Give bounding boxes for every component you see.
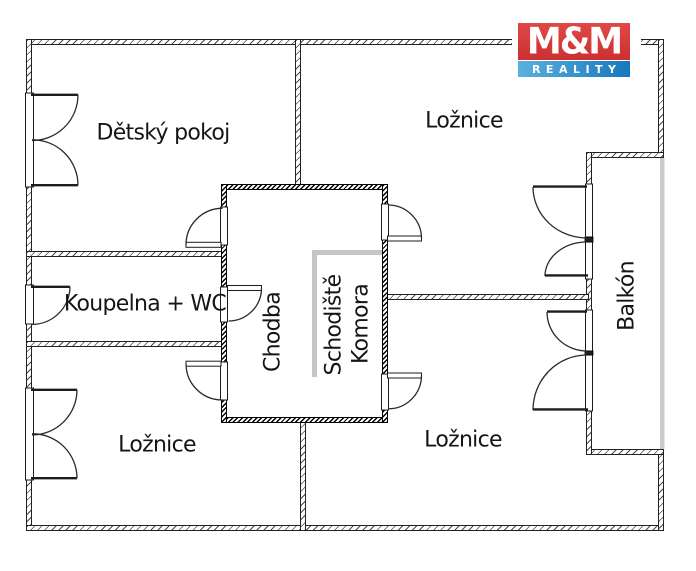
- room-label-chodba: Chodba: [260, 292, 286, 372]
- balcony-railing: [660, 158, 665, 449]
- room-label-balkon: Balkón: [614, 261, 640, 331]
- logo-brand-text: M&M: [526, 23, 623, 60]
- wall-block-right: [382, 184, 388, 423]
- door-koupelna: [220, 285, 263, 323]
- logo-subtitle-text: REALITY: [531, 62, 622, 76]
- window-detsky-pokoj: [25, 92, 79, 188]
- room-label-schodiste: Schodiště: [321, 274, 347, 376]
- window-loznice-bottom-left: [25, 387, 78, 481]
- room-label-komora: Komora: [348, 283, 374, 365]
- window-koupelna: [25, 284, 71, 326]
- room-label-koupelna-wc: Koupelna + WC: [63, 291, 227, 317]
- logo-brand-box: M&M: [518, 23, 630, 60]
- balcony-door-top: [532, 183, 594, 280]
- room-label-loznice-top-right: Ložnice: [425, 108, 503, 134]
- mm-reality-logo: M&M REALITY: [512, 18, 641, 82]
- room-label-loznice-bottom-right: Ložnice: [424, 427, 502, 453]
- door-detsky-pokoj: [185, 206, 228, 248]
- stair-outline: [312, 250, 382, 377]
- door-loznice-top-right: [381, 203, 423, 242]
- wall-balcony: [586, 152, 592, 455]
- room-label-detsky-pokoj: Dětský pokoj: [96, 120, 230, 146]
- logo-subtitle-box: REALITY: [518, 61, 630, 77]
- door-loznice-bottom-right: [381, 372, 423, 411]
- door-loznice-bottom-left: [185, 360, 228, 401]
- balcony-door-bottom: [532, 309, 594, 412]
- room-label-loznice-bottom-left: Ložnice: [118, 432, 196, 458]
